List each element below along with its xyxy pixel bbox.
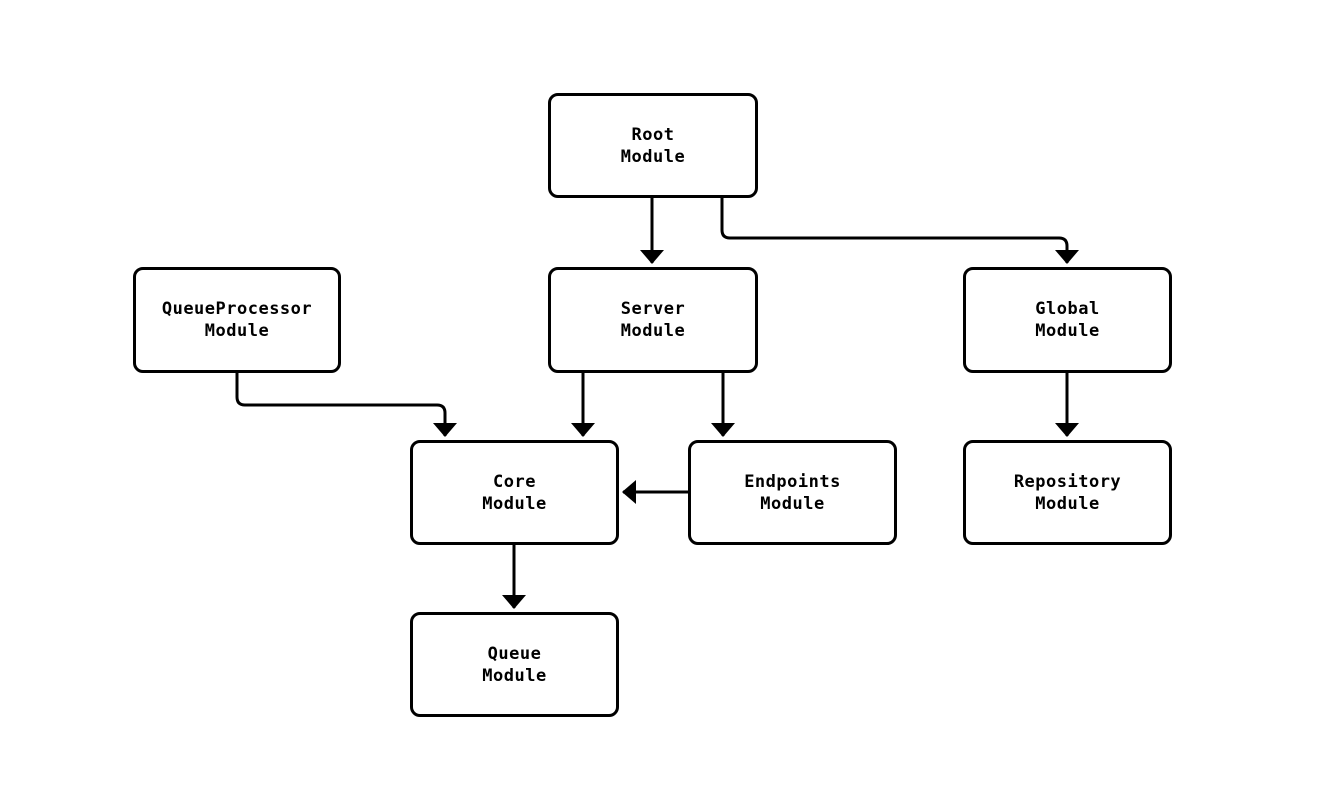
node-queue-module: Queue Module: [410, 612, 619, 717]
node-root-module: Root Module: [548, 93, 758, 198]
node-global-module-label: Global Module: [1035, 299, 1100, 341]
node-core-module: Core Module: [410, 440, 619, 545]
node-queue-processor-module: QueueProcessor Module: [133, 267, 341, 373]
node-repository-module-label: Repository Module: [1013, 471, 1122, 514]
node-queue-processor-module-label: QueueProcessor Module: [161, 299, 313, 341]
node-core-module-label: Core Module: [482, 471, 547, 514]
edge-root-to-global: [720, 198, 1079, 264]
edge-queueprocessor-to-core: [235, 373, 457, 437]
node-global-module: Global Module: [963, 267, 1172, 373]
node-root-module-label: Root Module: [620, 124, 686, 167]
node-queue-module-label: Queue Module: [482, 643, 547, 686]
node-server-module-label: Server Module: [620, 299, 686, 341]
node-endpoints-module: Endpoints Module: [688, 440, 897, 545]
node-endpoints-module-label: Endpoints Module: [744, 471, 841, 514]
node-repository-module: Repository Module: [963, 440, 1172, 545]
node-server-module: Server Module: [548, 267, 758, 373]
